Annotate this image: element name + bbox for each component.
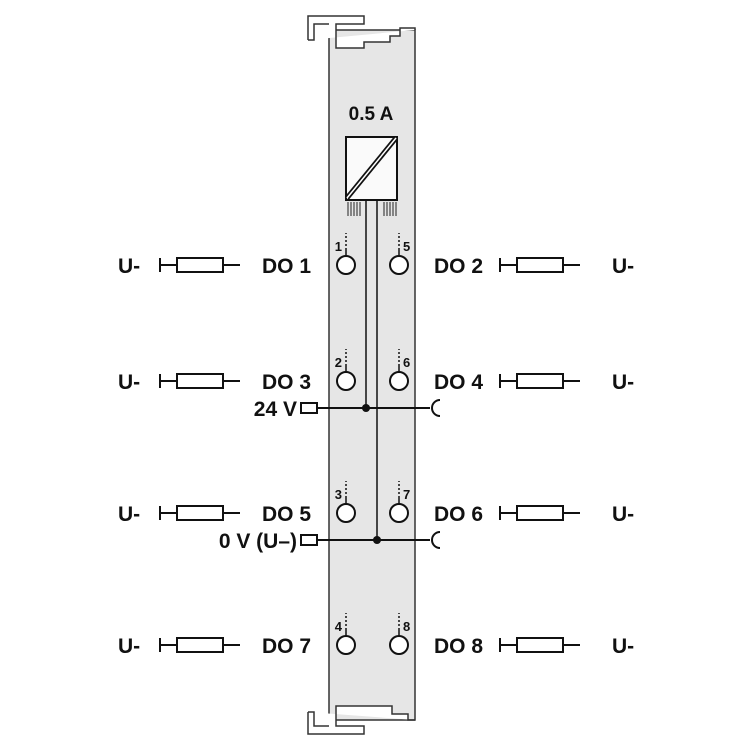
load-label: U- (118, 503, 140, 526)
load-label: U- (118, 371, 140, 394)
top-clip (307, 15, 416, 49)
terminal-number: 2 (335, 355, 342, 370)
terminal-8 (389, 635, 409, 655)
supply-24v-label: 24 V (254, 398, 297, 421)
channel-3: 2 DO 3 U- (118, 349, 356, 394)
terminal-number: 4 (335, 619, 343, 634)
terminal-7 (389, 503, 409, 523)
resistor-icon (499, 637, 580, 653)
terminal-number: 7 (403, 487, 410, 502)
channel-8: 8 DO 8 U- (389, 613, 634, 658)
channel-label: DO 7 (262, 635, 311, 658)
load-label: U- (118, 635, 140, 658)
load-label: U- (612, 371, 634, 394)
channel-label: DO 1 (262, 255, 311, 278)
terminal-2 (336, 371, 356, 391)
terminal-number: 3 (335, 487, 342, 502)
bottom-clip (307, 705, 415, 735)
converter-icon (345, 136, 398, 216)
channel-label: DO 8 (434, 635, 483, 658)
channel-label: DO 2 (434, 255, 483, 278)
channel-5: 3 DO 5 U- (118, 481, 356, 526)
terminal-3 (336, 503, 356, 523)
load-label: U- (612, 255, 634, 278)
terminal-number: 1 (335, 239, 342, 254)
resistor-icon (159, 505, 240, 521)
resistor-icon (499, 505, 580, 521)
load-label: U- (118, 255, 140, 278)
current-rating-label: 0.5 A (349, 104, 394, 125)
channel-label: DO 5 (262, 503, 311, 526)
supply-0v-label: 0 V (U–) (219, 530, 297, 553)
terminal-number: 8 (403, 619, 410, 634)
load-label: U- (612, 503, 634, 526)
resistor-icon (159, 637, 240, 653)
channel-4: 6 DO 4 U- (389, 349, 634, 394)
resistor-icon (499, 257, 580, 273)
channel-label: DO 6 (434, 503, 483, 526)
terminal-5 (389, 255, 409, 275)
channel-6: 7 DO 6 U- (389, 481, 634, 526)
terminal-6 (389, 371, 409, 391)
terminal-1 (336, 255, 356, 275)
resistor-icon (499, 373, 580, 389)
channel-1: 1 DO 1 U- (118, 233, 356, 278)
terminal-number: 5 (403, 239, 410, 254)
resistor-icon (159, 257, 240, 273)
supply-0v: 0 V (U–) (219, 530, 441, 553)
channel-2: 5 DO 2 U- (389, 233, 634, 278)
terminal-number: 6 (403, 355, 410, 370)
supply-24v: 24 V (254, 398, 441, 421)
channel-label: DO 4 (434, 371, 483, 394)
channel-label: DO 3 (262, 371, 311, 394)
load-label: U- (612, 635, 634, 658)
terminal-4 (336, 635, 356, 655)
resistor-icon (159, 373, 240, 389)
channel-7: 4 DO 7 U- (118, 613, 356, 658)
